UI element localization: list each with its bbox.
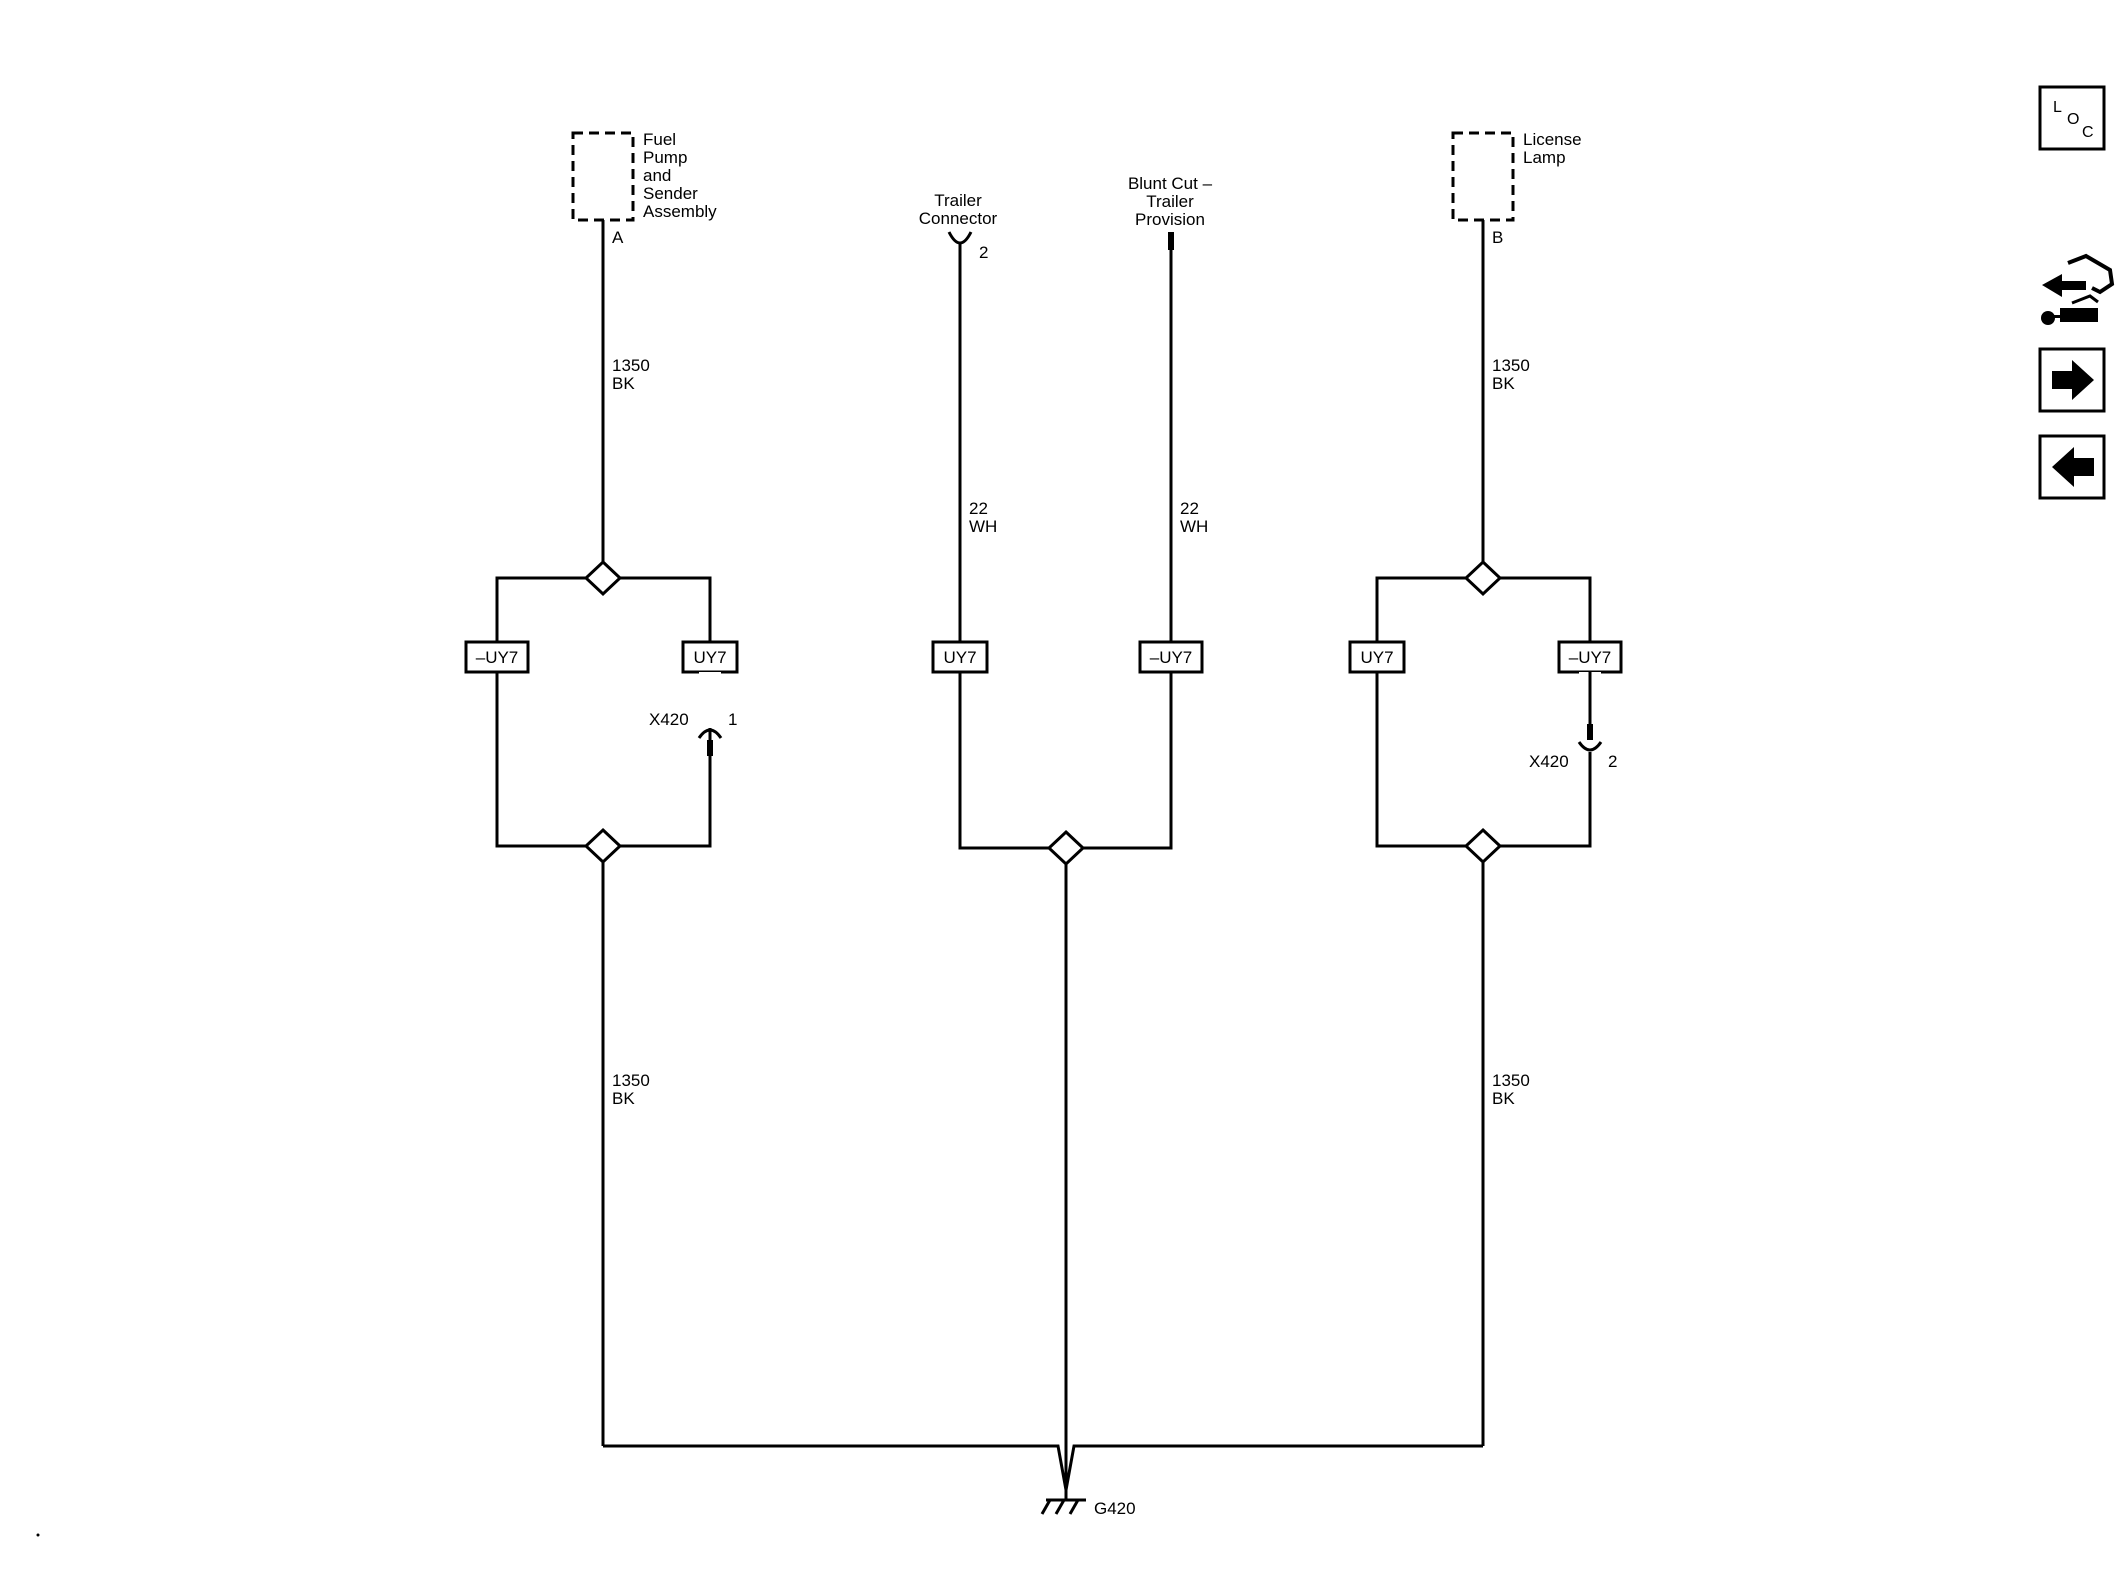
fuel-pump-label-4: Sender: [643, 184, 698, 203]
fuel-pump-label-1: Fuel: [643, 130, 676, 149]
option-left-a: –UY7: [464, 640, 530, 674]
option-left-b: UY7: [681, 640, 739, 674]
trailer-connector-label-1: Trailer: [934, 191, 982, 210]
option-mid-a-label: UY7: [943, 648, 976, 667]
loc-letter-l: L: [2053, 99, 2062, 116]
trailer-connector-pin: 2: [979, 243, 988, 262]
arrow-right-icon[interactable]: [2038, 347, 2106, 413]
fuel-pump-label-5: Assembly: [643, 202, 717, 221]
wire-mid-loop-a: [958, 672, 1051, 850]
fuel-pump-label-3: and: [643, 166, 671, 185]
loc-letter-c: C: [2082, 124, 2094, 141]
ground-bus-left: [603, 1444, 1068, 1491]
splice-left-bottom: [583, 827, 623, 865]
ground-symbol-g420[interactable]: G420: [1040, 1446, 1136, 1518]
wire-right-bottom-color: BK: [1492, 1089, 1515, 1108]
wire-left-loop-a: [495, 576, 603, 848]
wire-mid-loop-b: [1081, 672, 1173, 850]
wire-right-top-gauge: 1350: [1492, 356, 1530, 375]
fuel-pump-label-2: Pump: [643, 148, 687, 167]
loc-letter-o: O: [2067, 111, 2079, 128]
ground-label: G420: [1094, 1499, 1136, 1518]
fuel-pump-pin: A: [612, 228, 624, 247]
wire-left-top-color: BK: [612, 374, 635, 393]
blunt-cut-label-3: Provision: [1135, 210, 1205, 229]
license-lamp-label-2: Lamp: [1523, 148, 1566, 167]
loc-icon[interactable]: L O C: [2038, 85, 2106, 151]
splice-mid-bottom: [1046, 829, 1086, 867]
option-mid-b: –UY7: [1138, 640, 1204, 674]
stray-dot: [36, 1533, 40, 1537]
option-right-a: UY7: [1348, 640, 1406, 674]
option-right-b-label: –UY7: [1569, 648, 1612, 667]
option-left-a-label: –UY7: [476, 648, 519, 667]
license-lamp-pin: B: [1492, 228, 1503, 247]
blunt-cut-label-1: Blunt Cut –: [1128, 174, 1213, 193]
inline-connector-right-name: X420: [1529, 752, 1569, 771]
option-mid-b-label: –UY7: [1150, 648, 1193, 667]
inline-connector-x420-1[interactable]: X420 1: [649, 672, 737, 756]
wire-left-bottom-color: BK: [612, 1089, 635, 1108]
connector-swap-icon[interactable]: [2041, 253, 2115, 325]
wire-right-top-color: BK: [1492, 374, 1515, 393]
trailer-connector-component[interactable]: Trailer Connector 2: [919, 191, 998, 262]
option-right-b: –UY7: [1557, 640, 1623, 674]
wire-left-bottom-gauge: 1350: [612, 1071, 650, 1090]
wire-mid-left-color: WH: [969, 517, 997, 536]
trailer-connector-label-2: Connector: [919, 209, 998, 228]
wire-mid-left-gauge: 22: [969, 499, 988, 518]
fuel-pump-component[interactable]: Fuel Pump and Sender Assembly A: [571, 130, 717, 247]
inline-connector-right-pin: 2: [1608, 752, 1617, 771]
wire-left-top-gauge: 1350: [612, 356, 650, 375]
inline-connector-left-name: X420: [649, 710, 689, 729]
inline-connector-x420-2[interactable]: X420 2: [1529, 672, 1617, 772]
wire-mid-right-gauge: 22: [1180, 499, 1199, 518]
wire-right-bottom-gauge: 1350: [1492, 1071, 1530, 1090]
wire-mid-right-color: WH: [1180, 517, 1208, 536]
license-lamp-component[interactable]: License Lamp B: [1451, 130, 1582, 247]
option-left-b-label: UY7: [693, 648, 726, 667]
splice-left-top: [583, 559, 623, 597]
ground-bus-right: [1064, 1444, 1483, 1491]
splice-right-bottom: [1463, 827, 1503, 865]
arrow-left-icon[interactable]: [2038, 434, 2106, 500]
blunt-cut-component[interactable]: Blunt Cut – Trailer Provision: [1128, 174, 1213, 250]
license-lamp-label-1: License: [1523, 130, 1582, 149]
option-right-a-label: UY7: [1360, 648, 1393, 667]
blunt-cut-label-2: Trailer: [1146, 192, 1194, 211]
wire-right-loop-a: [1375, 576, 1470, 848]
splice-right-top: [1463, 559, 1503, 597]
option-mid-a: UY7: [931, 640, 989, 674]
wire-right-loop-b: [1496, 576, 1592, 848]
inline-connector-left-pin: 1: [728, 710, 737, 729]
